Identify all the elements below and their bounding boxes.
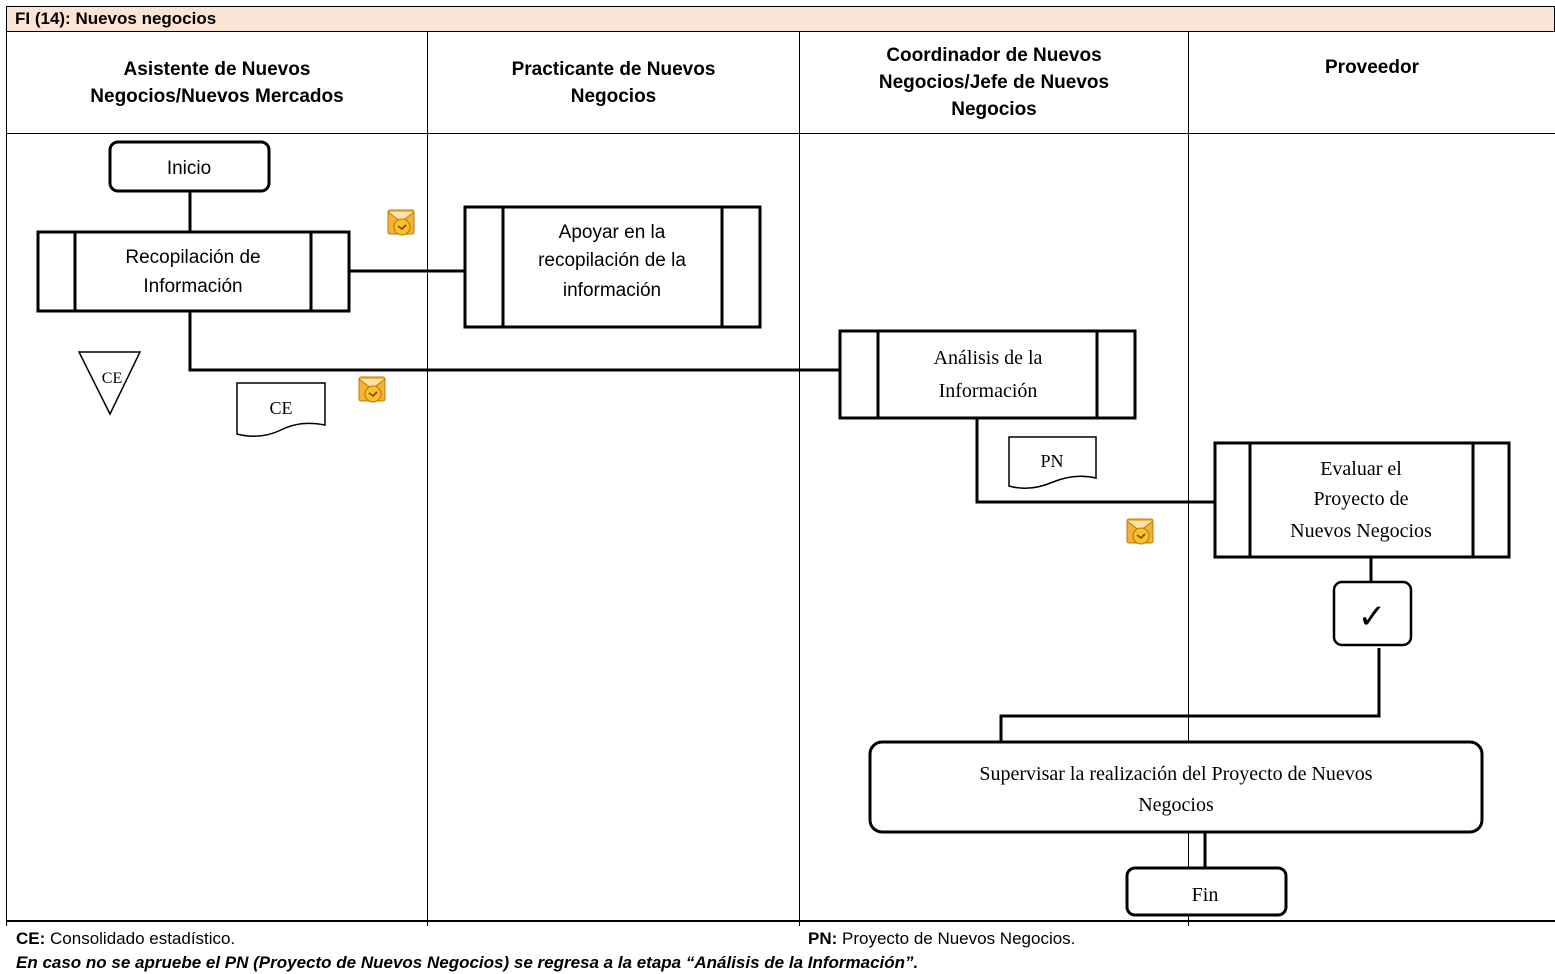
end-label: Fin (1192, 884, 1219, 906)
approval-node: ✓ (1332, 580, 1413, 647)
process-label: Evaluar el (1320, 458, 1402, 480)
connector-lines (188, 191, 1381, 868)
end-node: Fin (1125, 866, 1288, 917)
lane-header-line: Proveedor (1325, 57, 1419, 78)
archive-ce: CE (77, 351, 142, 416)
legend-pn: PN: Proyecto de Nuevos Negocios. (808, 928, 1075, 950)
document-label: CE (269, 398, 292, 418)
lane-asistente (6, 134, 428, 926)
process-label: Apoyar en la (559, 222, 666, 243)
process-evaluar: Evaluar el Proyecto de Nuevos Negocios (1213, 441, 1511, 559)
lane-header-line: Coordinador de Nuevos (886, 45, 1102, 66)
process-supervisar: Supervisar la realización del Proyecto d… (868, 740, 1484, 834)
process-label: Recopilación de (125, 247, 260, 268)
process-label: Negocios (1138, 794, 1214, 816)
process-label: Información (939, 380, 1038, 402)
lane-header-line: Negocios (570, 85, 657, 107)
process-label: Supervisar la realización del Proyecto d… (979, 763, 1372, 785)
connector-check-supervisar (999, 648, 1381, 742)
process-label: Información (143, 276, 242, 297)
lane-header-line: Practicante de Nuevos (511, 58, 716, 80)
email-notification-icon (387, 209, 415, 236)
lane-header-line: Negocios (951, 99, 1037, 120)
legend-ce-abbr: CE: (16, 929, 46, 948)
process-label: información (563, 280, 661, 301)
legend-ce: CE: Consolidado estadístico. (16, 928, 235, 950)
legend-ce-text: Consolidado estadístico. (45, 929, 236, 948)
check-icon: ✓ (1358, 597, 1387, 637)
email-notification-icon (358, 376, 386, 403)
document-label: PN (1040, 451, 1063, 471)
start-node: Inicio (108, 140, 271, 193)
email-notification-icon (1126, 518, 1154, 545)
process-label: Proyecto de (1314, 488, 1409, 510)
lane-practicante (428, 134, 800, 926)
document-pn: PN (1008, 436, 1097, 489)
process-analisis: Análisis de la Información (838, 329, 1137, 420)
flowchart-frame: FI (14): Nuevos negocios Asistente de Nu… (6, 6, 1555, 972)
process-label: recopilación de la (538, 250, 686, 271)
lane-coordinador (800, 134, 1189, 926)
connector-recopilacion-analisis (188, 311, 840, 372)
process-recopilacion: Recopilación de Información (36, 230, 351, 313)
footer-divider (6, 920, 1555, 922)
process-label: Nuevos Negocios (1290, 520, 1432, 542)
footer-note: En caso no se apruebe el PN (Proyecto de… (16, 953, 919, 972)
lane-header-line: Negocios/Nuevos Mercados (90, 85, 344, 107)
process-apoyar: Apoyar en la recopilación de la informac… (463, 205, 762, 329)
legend-pn-abbr: PN: (808, 929, 838, 948)
connector-analisis-evaluar (975, 418, 1215, 504)
lane-header-line: Asistente de Nuevos (123, 58, 311, 80)
archive-label: CE (102, 370, 122, 387)
lane-header-proveedor: Proveedor (1189, 32, 1555, 134)
process-label: Análisis de la (934, 347, 1043, 369)
legend-pn-text: Proyecto de Nuevos Negocios. (837, 929, 1076, 948)
diagram-title: FI (14): Nuevos negocios (6, 6, 1555, 32)
lane-header-line: Negocios/Jefe de Nuevos (878, 72, 1110, 93)
start-label: Inicio (167, 158, 211, 179)
document-ce: CE (236, 382, 326, 437)
